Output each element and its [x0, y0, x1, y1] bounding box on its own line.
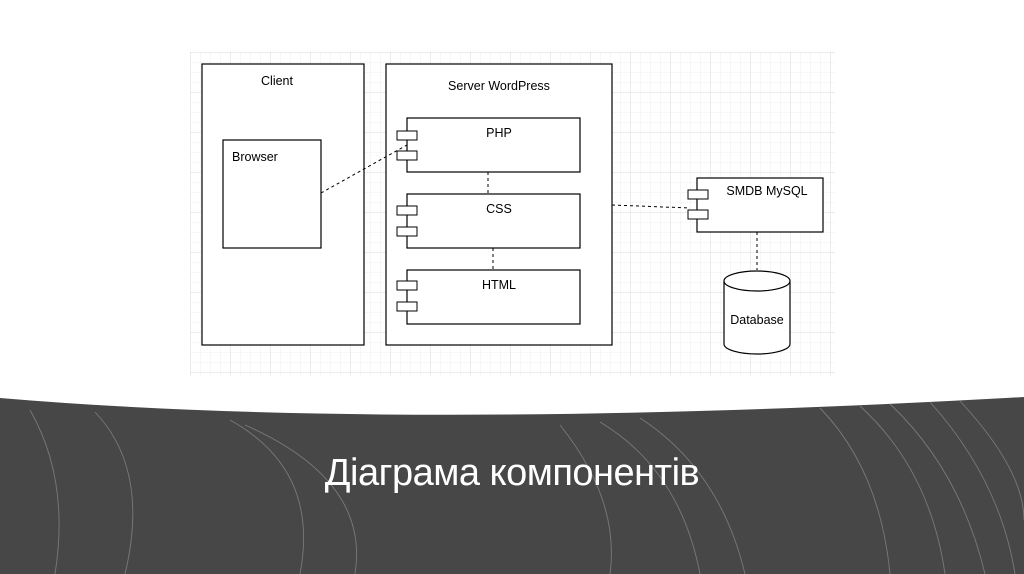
server-label: Server WordPress [448, 79, 550, 93]
html-node: HTML [396, 269, 581, 325]
html-port-bottom [396, 301, 418, 312]
database-node: Database [723, 270, 791, 355]
client-label: Client [261, 74, 293, 88]
php-node: PHP [396, 117, 581, 173]
browser-label: Browser [232, 150, 278, 164]
slide-title: Діаграма компонентів [324, 452, 700, 494]
php-port-top [396, 130, 418, 141]
smdb-label: SMDB MySQL [726, 184, 807, 198]
browser-node: Browser [222, 139, 322, 249]
edge-browser-php [320, 144, 408, 194]
css-node: CSS [396, 193, 581, 249]
database-label: Database [730, 313, 784, 327]
html-port-top [396, 280, 418, 291]
smdb-port-bottom [687, 209, 709, 220]
edge-server-smdb [611, 204, 691, 209]
smdb-node: SMDB MySQL [687, 177, 824, 233]
smdb-port-top [687, 189, 709, 200]
css-port-bottom [396, 226, 418, 237]
php-port-bottom [396, 150, 418, 161]
html-label: HTML [482, 278, 516, 292]
edges [320, 144, 758, 270]
decorative-curves [29, 400, 1024, 574]
php-label: PHP [486, 126, 512, 140]
css-port-top [396, 205, 418, 216]
css-label: CSS [486, 202, 512, 216]
